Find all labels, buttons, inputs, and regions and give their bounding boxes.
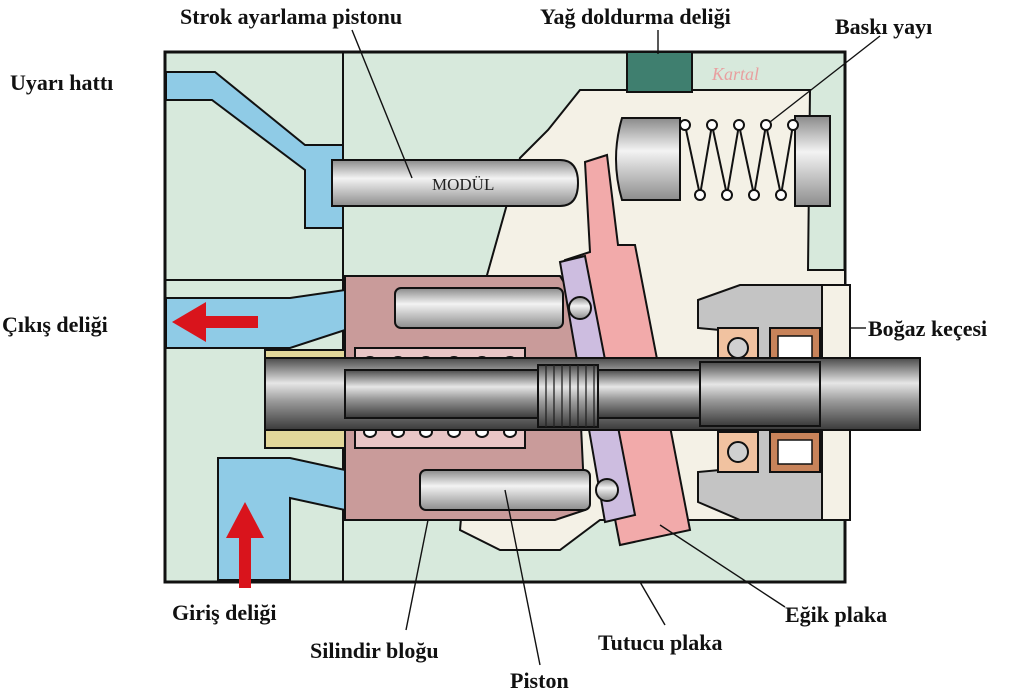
leader-silindir [405, 519, 429, 631]
warning-line-passage [165, 71, 344, 229]
leader-tutucu [639, 581, 666, 626]
label-bogaz: Boğaz keçesi [868, 316, 987, 341]
inlet-arrow [226, 502, 264, 588]
label-giris: Giriş deliği [172, 600, 277, 625]
leader-egik [659, 524, 786, 608]
label-yag: Yağ doldurma deliği [540, 4, 731, 29]
pressure-spring [679, 119, 799, 201]
label-piston: Piston [510, 668, 569, 690]
label-silindir: Silindir bloğu [310, 638, 439, 663]
label-uyari: Uyarı hattı [10, 70, 113, 95]
label-baski: Baskı yayı [835, 14, 932, 39]
label-cikis: Çıkış deliği [2, 312, 108, 337]
swash-plate [563, 153, 692, 547]
oil-fill-port [626, 51, 693, 93]
label-tutucu: Tutucu plaka [598, 630, 723, 655]
label-egik: Eğik plaka [785, 602, 887, 627]
watermark-text: Kartal [711, 64, 759, 84]
stroke-adjusting-piston [331, 159, 580, 207]
leader-baski [769, 35, 881, 123]
leader-strok [351, 29, 413, 179]
shaft-spline [537, 364, 599, 428]
outlet-arrow [172, 302, 258, 342]
upper-piston [394, 287, 564, 329]
spring-cap [615, 117, 681, 201]
leader-piston [504, 489, 541, 666]
label-strok: Strok ayarlama pistonu [180, 4, 402, 29]
modul-text: MODÜL [432, 175, 494, 194]
